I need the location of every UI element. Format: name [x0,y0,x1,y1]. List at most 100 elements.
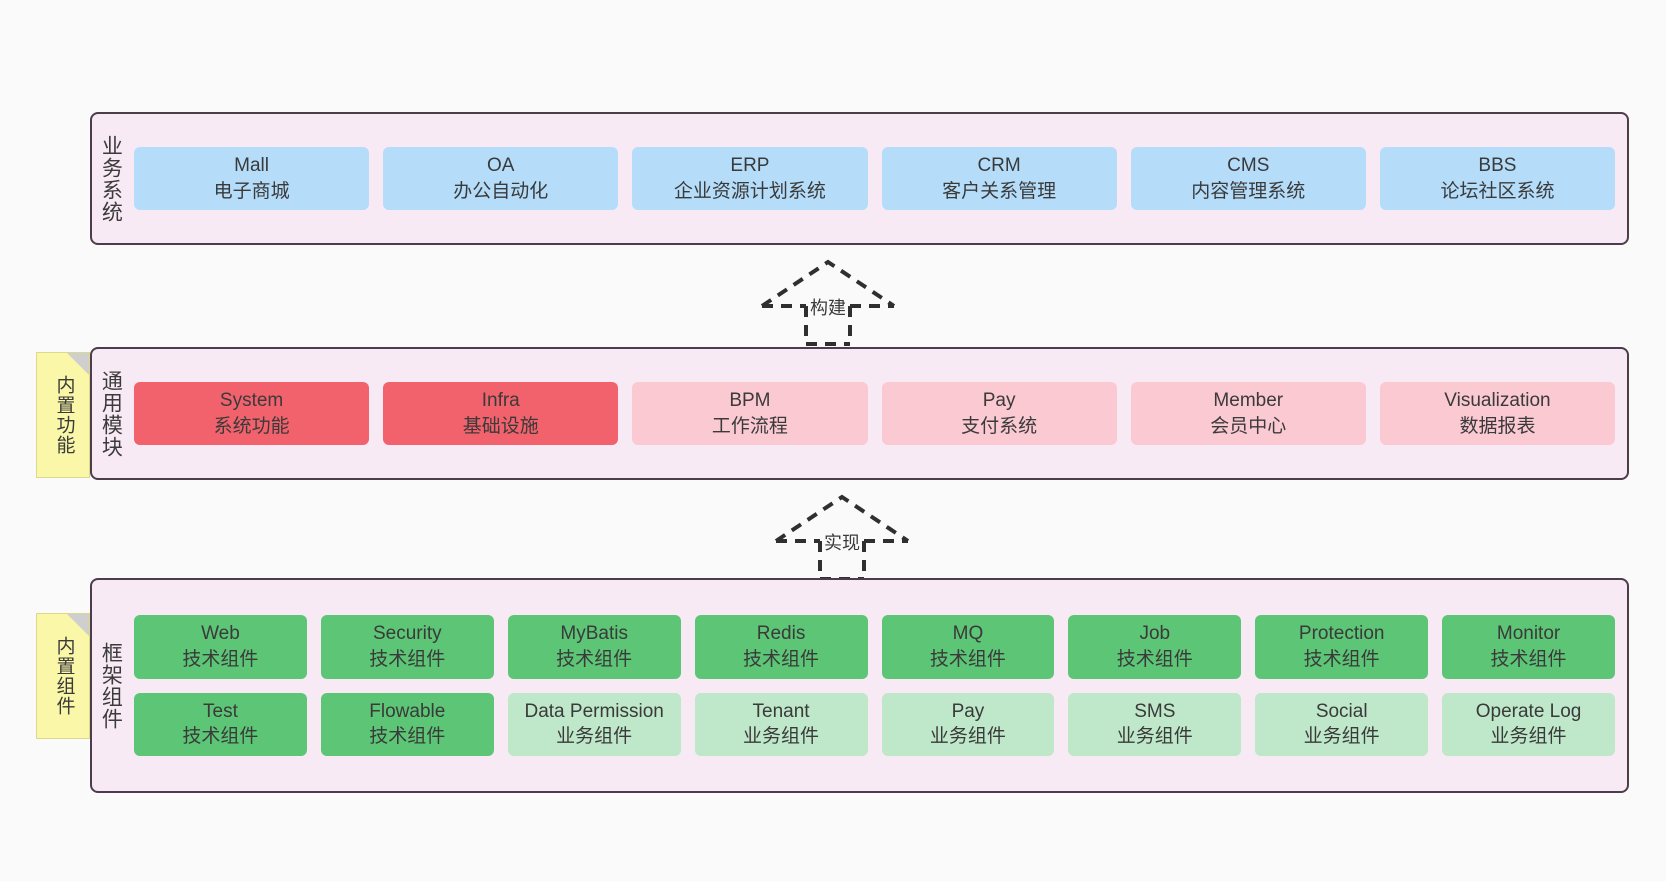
layer-title-common-module: 通用模块 [99,369,123,458]
card-subtitle: 业务组件 [929,726,1006,748]
card-monitor[interactable]: Monitor 技术组件 [1442,615,1615,679]
card-pay[interactable]: Pay 支付系统 [881,381,1117,446]
connector-implement: 实现 [772,493,912,581]
arrow-head-icon [760,259,896,308]
card-subtitle: 系统功能 [213,415,290,437]
card-protection[interactable]: Protection 技术组件 [1255,615,1429,679]
note-builtin-component: 内置组件 [36,613,90,739]
card-job[interactable]: Job 技术组件 [1068,615,1242,679]
card-title: Infra [481,389,520,411]
card-row: Web 技术组件 Security 技术组件 MyBatis 技术组件 Redi… [134,615,1615,679]
note-label: 内置功能 [53,375,75,455]
card-subtitle: 论坛社区系统 [1440,180,1555,202]
card-oa[interactable]: OA 办公自动化 [383,146,619,211]
card-title: Flowable [369,700,446,722]
card-row: System 系统功能 Infra 基础设施 BPM 工作流程 Pay 支付系统… [134,381,1616,446]
card-flowable[interactable]: Flowable 技术组件 [320,692,494,756]
card-operate-log[interactable]: Operate Log 业务组件 [1442,692,1615,756]
card-title: System [219,389,284,411]
card-subtitle: 基础设施 [462,415,539,437]
card-subtitle: 业务组件 [743,726,820,748]
card-sms[interactable]: SMS 业务组件 [1068,692,1242,756]
card-security[interactable]: Security 技术组件 [320,615,494,679]
card-title: MyBatis [560,623,628,645]
card-subtitle: 技术组件 [182,726,259,748]
card-subtitle: 企业资源计划系统 [673,180,826,202]
note-fold-corner-icon [67,614,89,636]
card-tenant[interactable]: Tenant 业务组件 [694,692,868,756]
card-title: Protection [1298,623,1385,645]
card-subtitle: 客户关系管理 [942,180,1057,202]
card-bbs[interactable]: BBS 论坛社区系统 [1379,146,1616,211]
card-web[interactable]: Web 技术组件 [134,615,307,679]
card-visualization[interactable]: Visualization 数据报表 [1379,381,1616,446]
card-social[interactable]: Social 业务组件 [1255,692,1429,756]
card-title: CMS [1227,154,1270,176]
card-subtitle: 技术组件 [182,648,259,670]
note-fold-corner-icon [67,353,89,375]
card-data-permission[interactable]: Data Permission 业务组件 [507,692,681,756]
card-subtitle: 业务组件 [1303,726,1380,748]
layer-common-module: 通用模块 System 系统功能 Infra 基础设施 BPM 工作流程 Pay… [90,347,1629,480]
card-subtitle: 会员中心 [1210,415,1287,437]
card-row: Mall 电子商城 OA 办公自动化 ERP 企业资源计划系统 CRM 客户关系… [134,146,1616,211]
connector-label-implement: 实现 [824,533,860,553]
card-title: Member [1213,389,1284,411]
arrow-head-icon [774,494,910,543]
card-title: SMS [1134,700,1176,722]
card-subtitle: 技术组件 [1116,648,1193,670]
card-member[interactable]: Member 会员中心 [1130,381,1366,446]
card-erp[interactable]: ERP 企业资源计划系统 [632,146,868,211]
card-mall[interactable]: Mall 电子商城 [134,146,370,211]
note-label: 内置组件 [53,636,75,716]
card-title: Social [1315,700,1368,722]
card-subtitle: 技术组件 [369,726,446,748]
card-mybatis[interactable]: MyBatis 技术组件 [507,615,681,679]
card-title: Operate Log [1475,700,1582,722]
card-title: Job [1139,623,1171,645]
card-subtitle: 数据报表 [1459,415,1536,437]
card-system[interactable]: System 系统功能 [134,381,370,446]
card-subtitle: 办公自动化 [453,180,549,202]
card-title: ERP [730,154,770,176]
card-title: Web [201,623,240,645]
card-title: MQ [952,623,984,645]
card-subtitle: 工作流程 [711,415,788,437]
connector-label-build: 构建 [810,298,846,318]
card-title: Data Permission [524,700,664,722]
card-subtitle: 业务组件 [1116,726,1193,748]
card-redis[interactable]: Redis 技术组件 [694,615,868,679]
layer-business-system: 业务系统 Mall 电子商城 OA 办公自动化 ERP 企业资源计划系统 CRM… [90,112,1629,245]
card-test[interactable]: Test 技术组件 [134,692,307,756]
card-subtitle: 技术组件 [1490,648,1567,670]
card-title: Test [203,700,238,722]
card-pay-business[interactable]: Pay 业务组件 [881,692,1055,756]
note-builtin-function: 内置功能 [36,352,90,478]
card-title: Mall [234,154,269,176]
layer-body-framework-component: Web 技术组件 Security 技术组件 MyBatis 技术组件 Redi… [128,580,1627,791]
card-title: Security [372,623,442,645]
card-bpm[interactable]: BPM 工作流程 [632,381,868,446]
layer-body-common-module: System 系统功能 Infra 基础设施 BPM 工作流程 Pay 支付系统… [128,349,1627,478]
card-cms[interactable]: CMS 内容管理系统 [1130,146,1366,211]
card-mq[interactable]: MQ 技术组件 [881,615,1055,679]
card-title: Redis [756,623,806,645]
layer-title-business-system: 业务系统 [99,134,123,223]
layer-body-business-system: Mall 电子商城 OA 办公自动化 ERP 企业资源计划系统 CRM 客户关系… [128,114,1627,243]
card-subtitle: 内容管理系统 [1191,180,1306,202]
card-subtitle: 电子商城 [213,180,290,202]
card-subtitle: 技术组件 [556,648,633,670]
card-crm[interactable]: CRM 客户关系管理 [881,146,1117,211]
layer-title-framework-component: 框架组件 [99,641,123,730]
card-infra[interactable]: Infra 基础设施 [383,381,619,446]
card-title: BPM [729,389,771,411]
card-title: Monitor [1496,623,1561,645]
card-title: CRM [977,154,1021,176]
card-title: Visualization [1444,389,1551,411]
card-title: Tenant [752,700,810,722]
card-subtitle: 技术组件 [369,648,446,670]
card-subtitle: 支付系统 [961,415,1038,437]
card-subtitle: 技术组件 [929,648,1006,670]
card-subtitle: 业务组件 [556,726,633,748]
card-title: Pay [982,389,1016,411]
